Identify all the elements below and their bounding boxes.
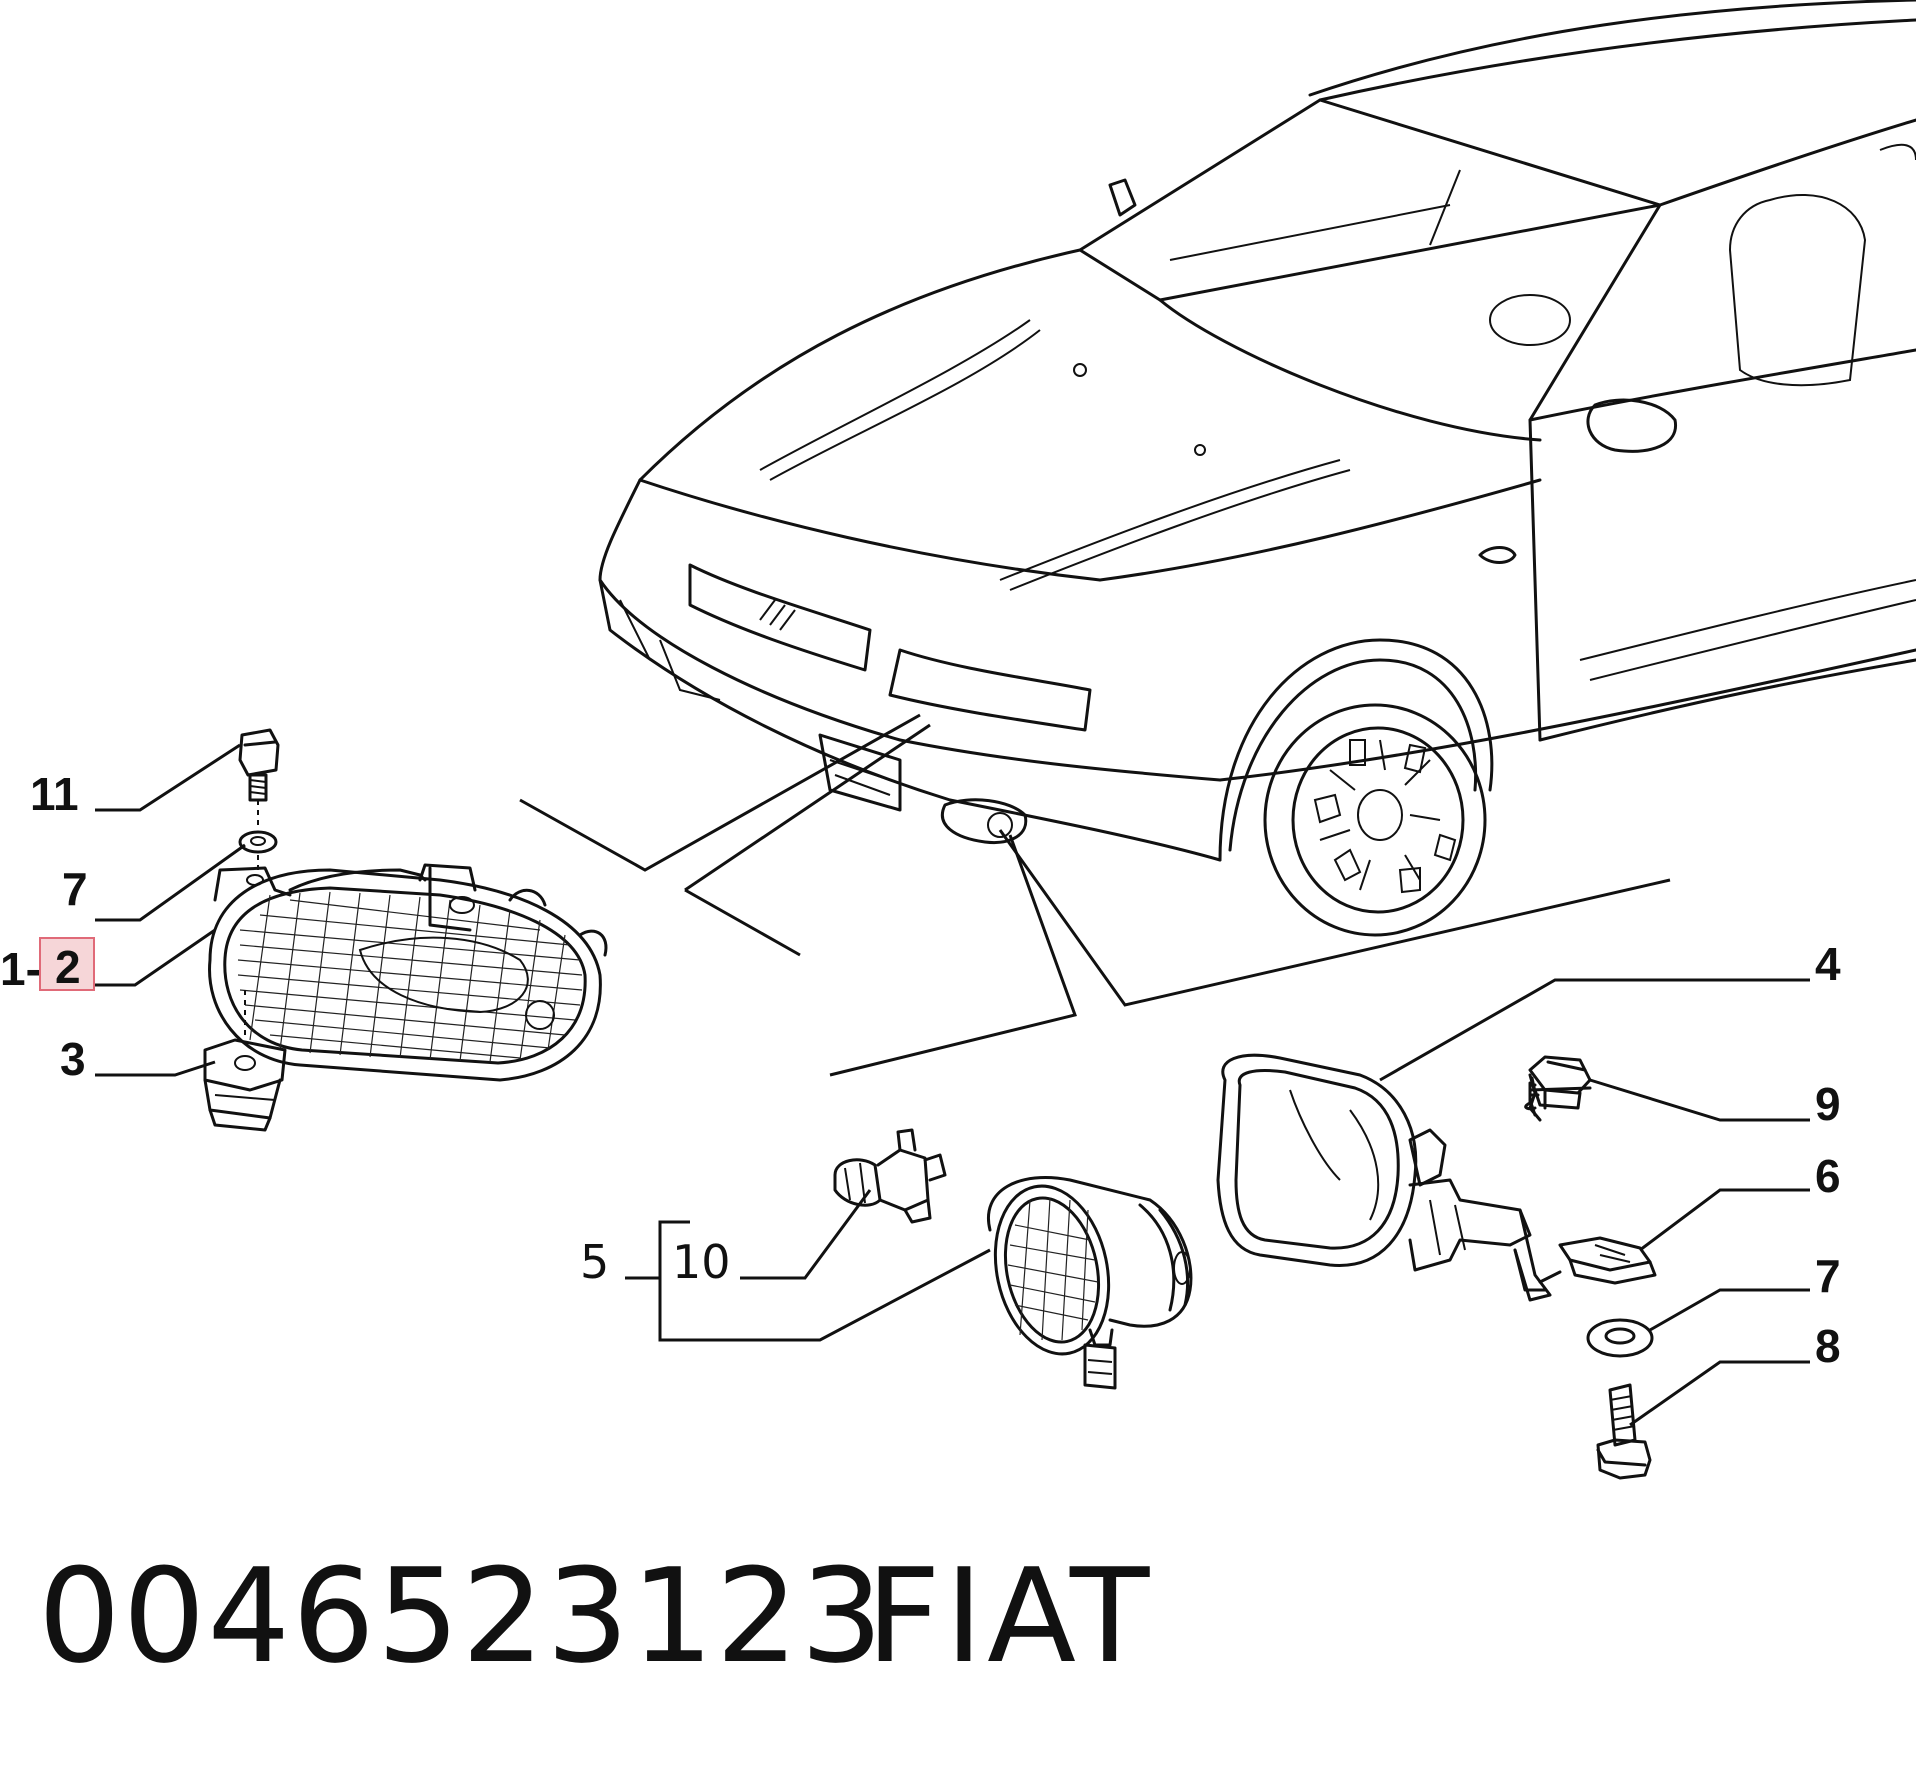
lens-hatching xyxy=(237,891,583,1063)
brand-name: FIAT xyxy=(866,1540,1154,1692)
bolt-part-9-shaft xyxy=(1528,1088,1547,1117)
washer-part-7-right xyxy=(1586,1318,1654,1358)
callout-4[interactable]: 4 xyxy=(1815,938,1841,990)
callout-labels: 11 7 1- 2 3 4 9 6 7 8 5 10 xyxy=(0,768,1841,1372)
callout-6[interactable]: 6 xyxy=(1815,1150,1841,1202)
bolt-part-8 xyxy=(1596,1383,1652,1480)
callout-8[interactable]: 8 xyxy=(1815,1320,1841,1372)
callout-2[interactable]: 2 xyxy=(55,941,81,993)
callout-9[interactable]: 9 xyxy=(1815,1078,1841,1130)
washer-part-7-left xyxy=(238,830,278,854)
fog-lamp-part-2 xyxy=(208,863,608,1082)
car-outline xyxy=(598,0,1916,937)
fog-lamp-unit-part-5 xyxy=(987,1175,1193,1390)
callout-10[interactable]: 10 xyxy=(672,1235,731,1289)
callout-leaders xyxy=(95,743,1810,1427)
bulb-part-10 xyxy=(833,1128,947,1224)
clip-part-6 xyxy=(1558,1236,1657,1285)
clip-nut-part-3 xyxy=(203,1038,287,1132)
assembly-dashed-lines xyxy=(244,800,259,1040)
callout-3[interactable]: 3 xyxy=(60,1033,86,1085)
car-leader-lines xyxy=(519,713,1671,1077)
callout-2-highlight xyxy=(39,937,95,991)
bezel-bracket-part-4 xyxy=(1216,1053,1562,1302)
callout-5[interactable]: 5 xyxy=(580,1235,609,1289)
callout-11[interactable]: 11 xyxy=(30,768,79,820)
callout-7-right[interactable]: 7 xyxy=(1815,1250,1841,1302)
callout-1-prefix: 1- xyxy=(0,943,41,995)
bolt-part-11 xyxy=(238,728,280,802)
callout-7-left[interactable]: 7 xyxy=(62,863,88,915)
bolt-part-9-threaded xyxy=(1528,1086,1592,1092)
part-number: 0046523123 xyxy=(38,1540,886,1692)
